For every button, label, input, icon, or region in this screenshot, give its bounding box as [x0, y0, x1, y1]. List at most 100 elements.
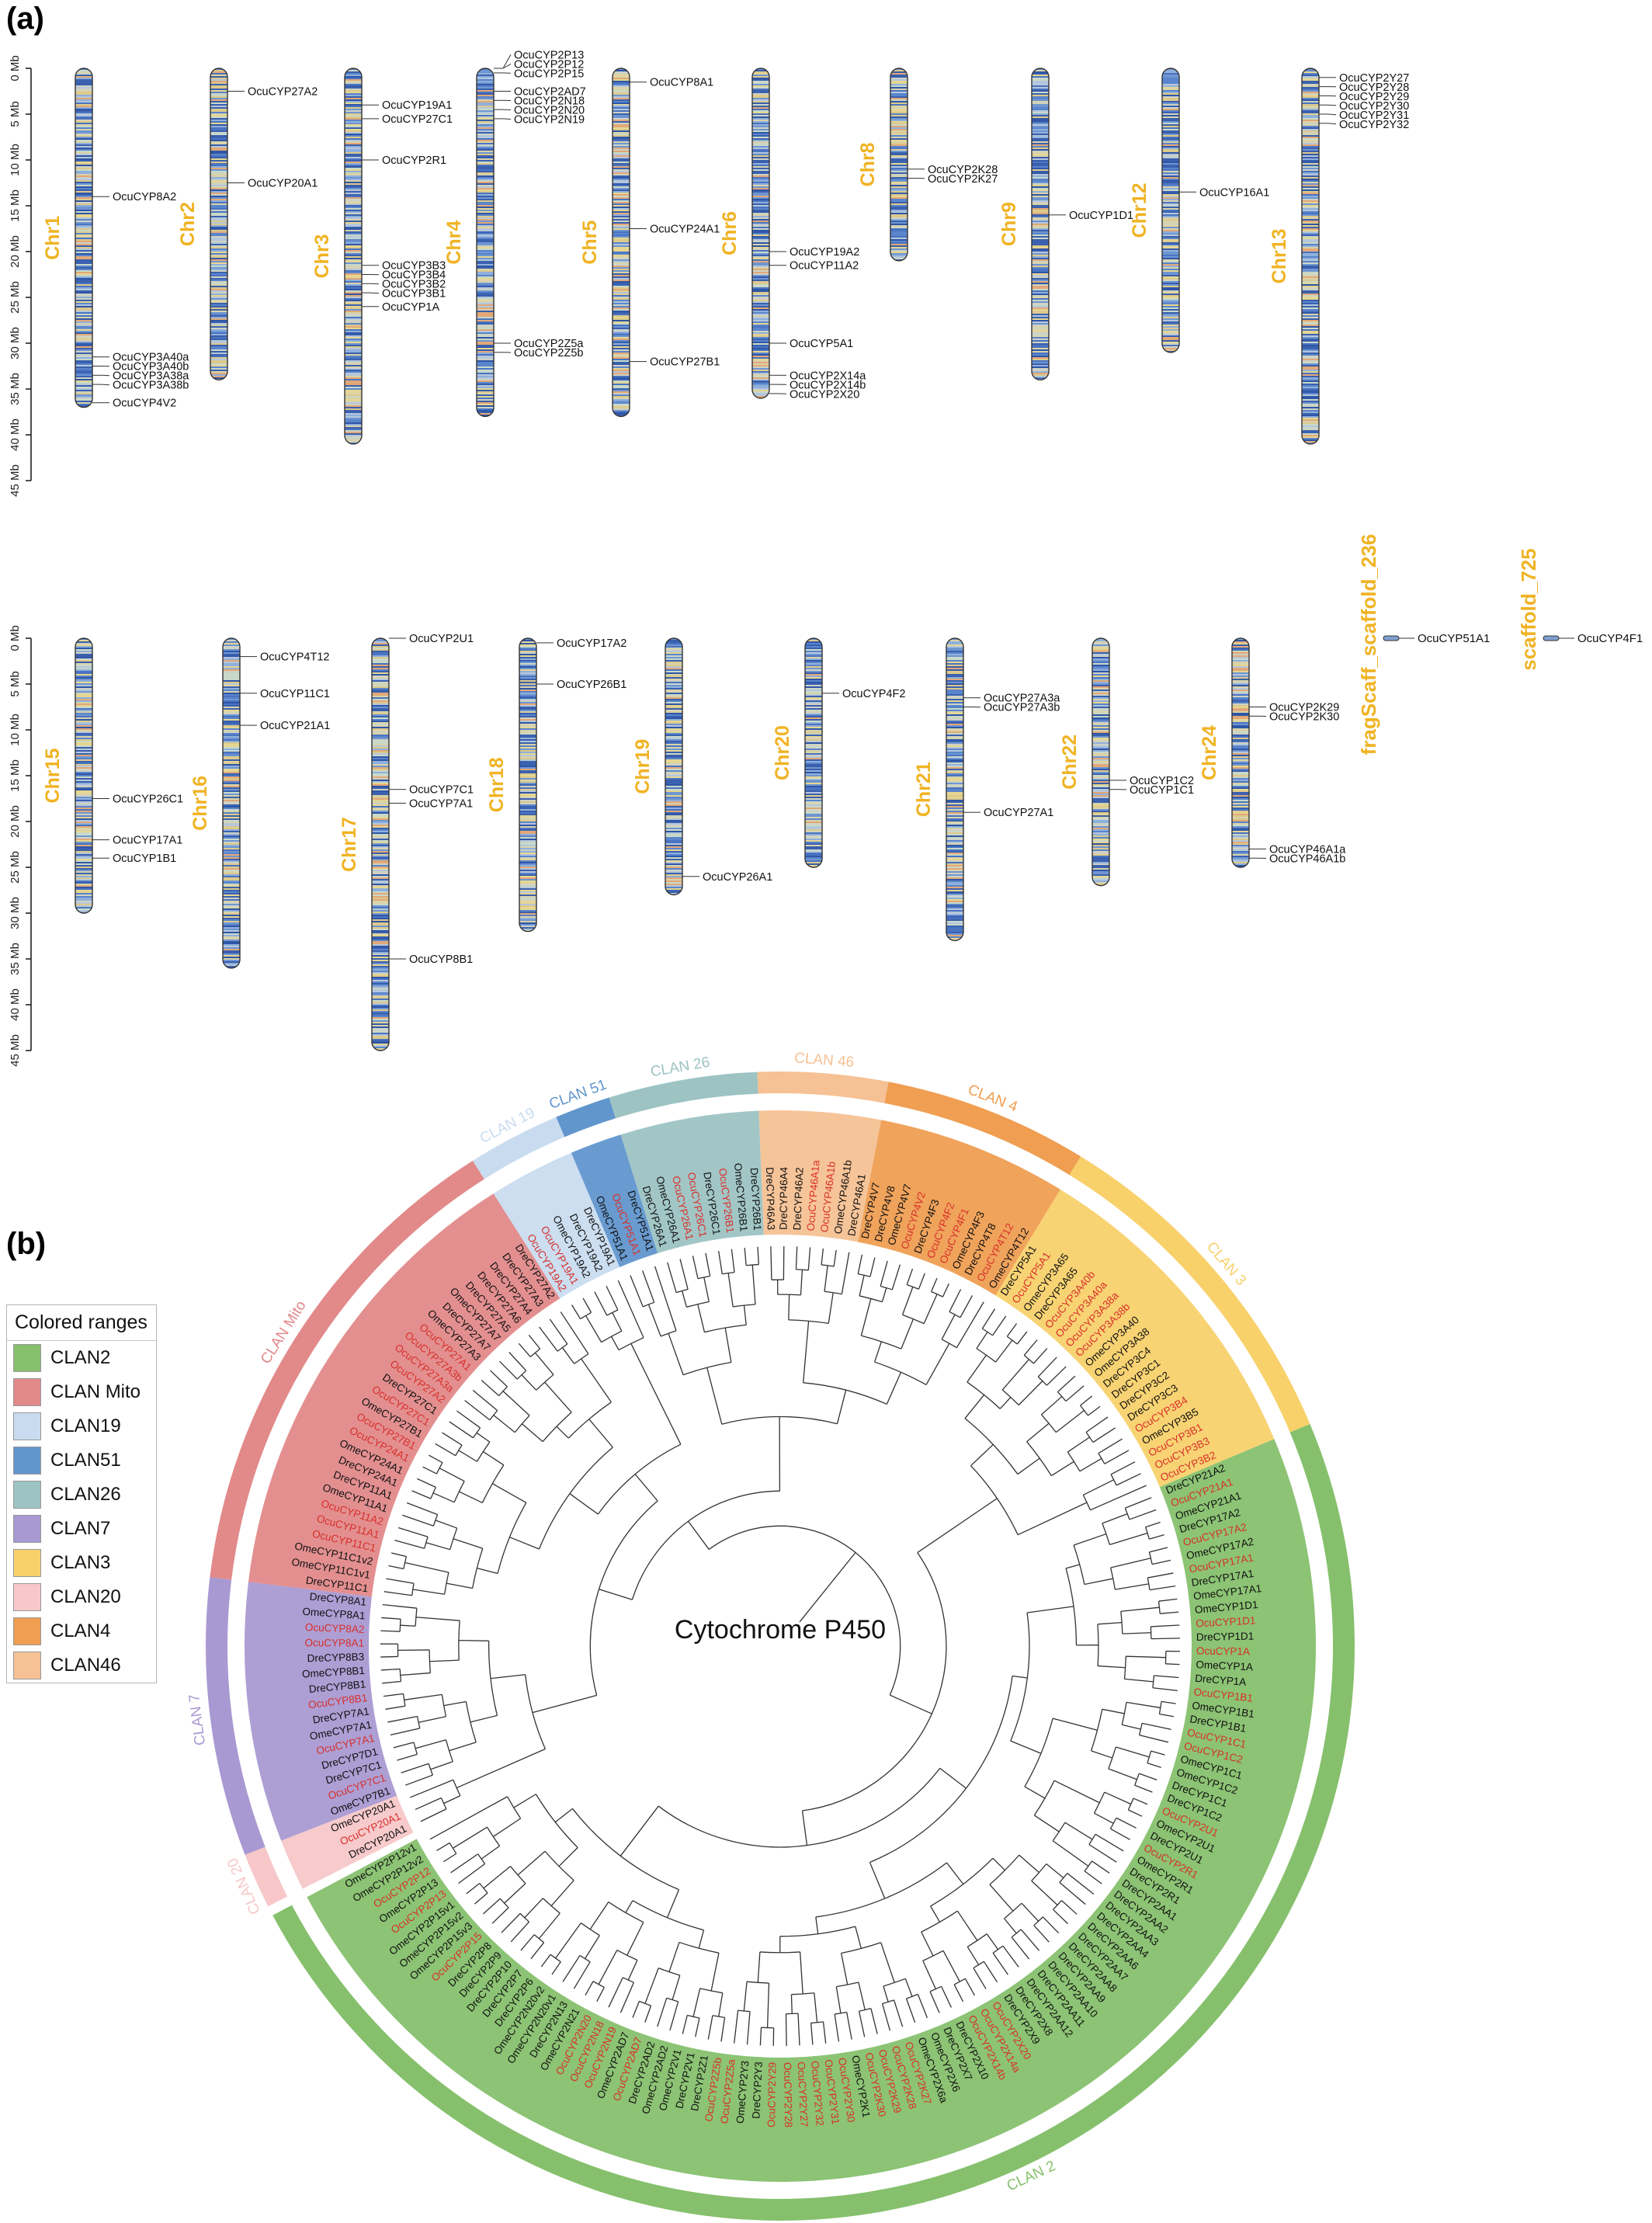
chromosome-band — [805, 811, 822, 812]
chromosome-band — [210, 307, 227, 309]
chromosome-band — [372, 714, 389, 716]
chromosome-band — [75, 216, 92, 217]
chromosome-band — [805, 655, 822, 657]
chromosome-band — [752, 312, 769, 314]
chromosome-band — [752, 110, 769, 112]
tree-branch — [708, 1525, 901, 1696]
chromosome-band — [1092, 820, 1109, 821]
chromosome-band — [372, 915, 389, 916]
chromosome-band — [223, 789, 240, 790]
chromosome-band — [345, 75, 362, 76]
chromosome-band — [1162, 339, 1179, 340]
chromosome-band — [345, 359, 362, 360]
chromosome-band — [613, 321, 630, 323]
chromosome-band — [946, 685, 963, 686]
chromosome-band — [1032, 175, 1049, 177]
chromosome-band — [519, 812, 536, 814]
chromosome-band — [345, 162, 362, 163]
tree-branch — [841, 1942, 881, 1954]
clan-ring-clan20 — [245, 1846, 288, 1907]
chromosome-band — [890, 92, 908, 93]
chromosome-band — [1092, 789, 1109, 790]
gene-label: OcuCYP2Y29 — [1339, 91, 1409, 103]
chromosome-label: Chr6 — [719, 211, 741, 255]
chromosome-band — [1092, 790, 1109, 792]
chromosome-band — [477, 259, 494, 261]
tree-branch — [435, 1443, 456, 1457]
chromosome-band — [1092, 798, 1109, 800]
chromosome-band — [75, 332, 92, 334]
chromosome-band — [890, 120, 908, 121]
chromosome-band — [613, 297, 630, 298]
chromosome-band — [210, 137, 227, 138]
chromosome-band — [223, 703, 240, 705]
chromosome-band — [1302, 231, 1319, 233]
chromosome-band — [1302, 401, 1319, 402]
chromosome-band — [75, 121, 92, 123]
chromosome-band — [223, 745, 240, 747]
chromosome-band — [1302, 241, 1319, 242]
chromosome-band — [1302, 179, 1319, 180]
chromosome-band — [1302, 424, 1319, 425]
chromosome-band — [519, 780, 536, 781]
chromosome-band — [210, 163, 227, 165]
chromosome-band — [223, 658, 240, 660]
chromosome-band — [805, 738, 822, 739]
chromosome-band — [805, 749, 822, 750]
chromosome-band — [805, 829, 822, 831]
chromosome-band — [1162, 335, 1179, 337]
chromosome-band — [613, 73, 630, 75]
chromosome-band — [477, 373, 494, 374]
chromosome-band — [477, 294, 494, 295]
chromosome-band — [752, 90, 769, 92]
chromosome-band — [75, 772, 92, 773]
chromosome-band — [1302, 143, 1319, 144]
chromosome-band — [946, 745, 963, 747]
chromosome-band — [477, 348, 494, 349]
chromosome-band — [210, 225, 227, 227]
chromosome-band — [519, 766, 536, 767]
chromosome-band — [75, 831, 92, 832]
chromosome-band — [1032, 180, 1049, 182]
chromosome-band — [1032, 73, 1049, 75]
chromosome-band — [752, 155, 769, 157]
chromosome-band — [519, 682, 536, 683]
chromosome-band — [345, 262, 362, 264]
chromosome-band — [752, 217, 769, 219]
tree-branch — [442, 1432, 463, 1446]
chromosome-band — [752, 242, 769, 244]
chromosome-band — [1092, 663, 1109, 665]
chromosome-band — [372, 863, 389, 865]
chromosome-band — [223, 741, 240, 742]
chromosome-band — [1032, 154, 1049, 155]
chromosome-band — [210, 68, 227, 70]
chromosome-band — [75, 877, 92, 879]
chromosome-band — [890, 124, 908, 126]
gene-label: OcuCYP3B2 — [382, 279, 446, 291]
chromosome-band — [75, 713, 92, 714]
chromosome-band — [1302, 166, 1319, 168]
chromosome-band — [613, 174, 630, 175]
chromosome-band — [1302, 99, 1319, 101]
chromosome-band — [752, 269, 769, 270]
tree-branch — [456, 1748, 546, 1789]
chromosome-band — [75, 399, 92, 401]
chromosome-band — [1302, 73, 1319, 75]
chromosome-band — [477, 366, 494, 368]
chromosome-band — [223, 679, 240, 680]
chromosome-band — [1232, 831, 1249, 832]
chromosome-band — [210, 123, 227, 124]
chromosome-band — [752, 266, 769, 267]
gene-label: OcuCYP3B3 — [382, 260, 446, 273]
tree-branch — [477, 1568, 498, 1575]
chromosome-band — [210, 73, 227, 75]
chromosome-band — [223, 682, 240, 683]
chromosome-band — [1032, 363, 1049, 365]
chromosome-band — [613, 311, 630, 312]
chromosome-band — [75, 264, 92, 266]
chromosome-band — [75, 390, 92, 391]
tree-branch — [967, 1354, 987, 1383]
chromosome-band — [372, 669, 389, 671]
